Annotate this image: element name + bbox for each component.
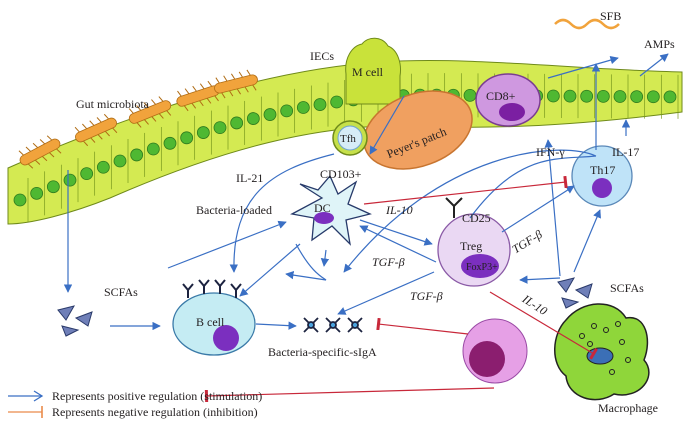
- b-cell-receptor: [182, 283, 194, 298]
- label-treg: Treg: [460, 239, 482, 253]
- label-m-cell: M cell: [352, 65, 384, 79]
- epithelial-cell-nucleus: [663, 90, 677, 104]
- bacterium: [18, 135, 62, 169]
- epithelial-cell-nucleus: [80, 167, 94, 181]
- label-cd25: CD25: [462, 211, 491, 225]
- legend-positive-row: Represents positive regulation (stimulat…: [6, 388, 262, 404]
- label-il17: IL-17: [612, 145, 639, 159]
- epithelial-cell-nucleus: [180, 131, 194, 145]
- epithelial-cell-nucleus: [146, 142, 160, 156]
- epithelial-cell-nucleus: [463, 88, 477, 102]
- label-tgf-beta-dc: TGF-β: [372, 255, 405, 269]
- cd8-cell: [475, 73, 541, 127]
- siga-antibodies: [303, 317, 363, 333]
- legend-positive-text: Represents positive regulation (stimulat…: [52, 388, 263, 403]
- epithelial-cell-nucleus: [613, 90, 627, 103]
- scfas-left-molecules: [57, 305, 93, 337]
- bacterium: [176, 80, 220, 112]
- label-macrophage: Macrophage: [598, 401, 658, 415]
- legend-negative-row: Represents negative regulation (inhibiti…: [6, 404, 262, 420]
- b-cell-receptor: [214, 279, 226, 294]
- label-tfh: Tfh: [340, 133, 356, 145]
- scfas-right-molecules: [557, 277, 593, 309]
- label-gut-microbiota: Gut microbiota: [76, 97, 150, 111]
- bacterium: [74, 113, 118, 147]
- legend: Represents positive regulation (stimulat…: [6, 388, 262, 420]
- epithelial-cell-nucleus: [330, 95, 344, 109]
- epithelial-cell-nucleus: [546, 89, 560, 103]
- m-cell: [345, 37, 401, 105]
- epithelial-cell-nucleus: [313, 98, 327, 111]
- epithelial-cell-nucleus: [230, 116, 244, 130]
- label-foxp3: FoxP3+: [466, 262, 498, 273]
- b-cell: [172, 279, 256, 356]
- label-il21: IL-21: [236, 171, 263, 185]
- label-ifn-gamma: IFN-γ: [536, 145, 565, 159]
- label-il10-macrophage: IL-10: [519, 291, 550, 318]
- label-cd103: CD103+: [320, 167, 362, 181]
- label-cd8: CD8+: [486, 89, 516, 103]
- label-tgf-beta-iga: TGF-β: [410, 289, 443, 303]
- epithelial-cell-nucleus: [563, 89, 577, 103]
- bacterium: [214, 69, 258, 99]
- label-dc: DC: [314, 201, 331, 215]
- inhibition-bar-icon: [8, 406, 43, 418]
- epithelial-cell-nucleus: [63, 173, 77, 187]
- treg-cell: [437, 197, 511, 287]
- label-tgf-beta-th17: TGF-β: [510, 227, 545, 256]
- label-il10-dc: IL-10: [385, 203, 413, 217]
- plasma-cell: [462, 318, 528, 384]
- label-b-cell: B cell: [196, 315, 225, 329]
- epithelial-cell-nucleus: [196, 126, 210, 139]
- b-cell-receptor: [230, 283, 242, 298]
- epithelial-cell-nucleus: [46, 180, 60, 194]
- label-sfb: SFB: [600, 9, 621, 23]
- epithelial-cell-nucleus: [246, 112, 260, 125]
- tfh-cell: [332, 120, 368, 156]
- epithelial-cell-nucleus: [596, 89, 610, 103]
- epithelial-cell-nucleus: [213, 121, 227, 135]
- epithelial-cell-nucleus: [296, 101, 310, 114]
- sfb-filament: [554, 18, 620, 30]
- b-cell-receptor: [198, 279, 210, 294]
- b-cell-receptors: [182, 279, 242, 298]
- positive-arrows: [63, 53, 669, 331]
- bacterium: [128, 96, 172, 128]
- epithelial-cell-nucleus: [30, 186, 44, 200]
- label-scfas-left: SCFAs: [104, 285, 138, 299]
- epithelial-cell-nucleus: [13, 193, 27, 207]
- label-siga: Bacteria-specific-sIgA: [268, 345, 377, 359]
- legend-negative-text: Represents negative regulation (inhibiti…: [52, 404, 258, 419]
- dendritic-cell: [290, 174, 372, 246]
- gut-microbiota-bacteria: [18, 69, 258, 169]
- negative-arrows: [204, 175, 598, 403]
- label-th17: Th17: [590, 163, 615, 177]
- epithelial-cell-nucleus: [280, 104, 294, 118]
- label-iecs: IECs: [310, 49, 334, 63]
- epithelial-cell-nucleus: [580, 89, 594, 103]
- peyers-patch: [363, 90, 473, 170]
- label-scfas-right: SCFAs: [610, 281, 644, 295]
- epithelial-cell-nucleus: [263, 108, 277, 121]
- epithelial-cell-nucleus: [130, 148, 144, 162]
- epithelial-cell-nucleus: [163, 136, 177, 150]
- label-amps: AMPs: [644, 37, 675, 51]
- th17-cell: [571, 145, 633, 207]
- epithelial-cell-nucleus: [646, 90, 660, 104]
- epithelial-cell-nucleus: [96, 160, 110, 174]
- epithelial-cell-nucleus: [113, 154, 127, 168]
- positive-arrow-icon: [8, 390, 44, 402]
- epithelial-cell-nucleus: [630, 90, 644, 104]
- label-bacteria-loaded: Bacteria-loaded: [196, 203, 272, 217]
- macrophage-cell: [554, 303, 650, 401]
